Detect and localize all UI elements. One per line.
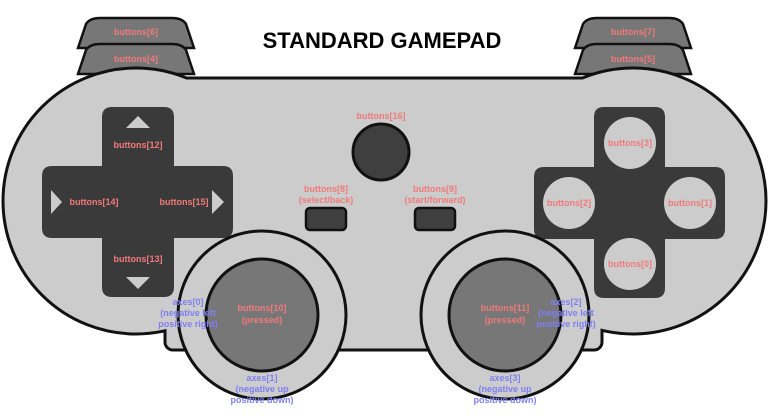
axes-2-line3: positive right) — [536, 319, 596, 329]
buttons-6-label: buttons[6] — [114, 27, 158, 37]
face-button-0[interactable] — [604, 238, 656, 290]
face-button-2[interactable] — [543, 177, 595, 229]
shoulder-button-7[interactable] — [573, 16, 693, 50]
buttons-9-label: buttons[9] — [413, 184, 457, 194]
shoulder-button-5[interactable] — [573, 42, 693, 76]
buttons-8-label: buttons[8] — [304, 184, 348, 194]
dpad-up-arrow-icon[interactable] — [126, 116, 150, 128]
axes-2-label: axes[2] — [550, 297, 581, 307]
buttons-13-label: buttons[13] — [114, 254, 163, 264]
axes-1-line3: positive down) — [231, 395, 294, 405]
buttons-0-label: buttons[0] — [608, 259, 652, 269]
face-button-3[interactable] — [604, 117, 656, 169]
buttons-3-label: buttons[3] — [608, 138, 652, 148]
dpad-down-arrow-icon[interactable] — [126, 277, 150, 289]
dpad-right-arrow-icon[interactable] — [212, 190, 224, 214]
buttons-11-label: buttons[11] — [481, 303, 530, 313]
right-stick[interactable] — [447, 257, 563, 373]
buttons-2-label: buttons[2] — [547, 198, 591, 208]
buttons-12-label: buttons[12] — [114, 140, 163, 150]
axes-0-line2: (negative left — [160, 308, 216, 318]
buttons-7-label: buttons[7] — [611, 27, 655, 37]
axes-3-label: axes[3] — [489, 373, 520, 383]
buttons-11-sublabel: (pressed) — [485, 315, 526, 325]
shoulder-button-6[interactable] — [76, 16, 196, 50]
axes-2-line2: (negative left — [538, 308, 594, 318]
axes-1-line2: (negative up — [235, 384, 289, 394]
face-button-1[interactable] — [664, 177, 716, 229]
diagram-title: STANDARD GAMEPAD — [263, 28, 502, 53]
axes-1-label: axes[1] — [246, 373, 277, 383]
buttons-9-sublabel: (start/forward) — [404, 195, 465, 205]
dpad-left-arrow-icon[interactable] — [51, 190, 62, 214]
buttons-10-label: buttons[10] — [238, 303, 287, 313]
left-stick[interactable] — [204, 257, 320, 373]
buttons-1-label: buttons[1] — [668, 198, 712, 208]
buttons-4-label: buttons[4] — [114, 54, 158, 64]
select-button[interactable] — [304, 206, 348, 232]
axes-0-line3: positive right) — [158, 319, 218, 329]
dpad — [42, 107, 233, 297]
buttons-15-label: buttons[15] — [160, 197, 209, 207]
axes-3-line2: (negative up — [478, 384, 532, 394]
buttons-16-label: buttons[16] — [357, 111, 406, 121]
face-button-plate — [534, 107, 725, 298]
axes-3-line3: positive down) — [474, 395, 537, 405]
buttons-14-label: buttons[14] — [70, 197, 119, 207]
buttons-8-sublabel: (select/back) — [299, 195, 354, 205]
buttons-5-label: buttons[5] — [611, 54, 655, 64]
buttons-10-sublabel: (pressed) — [242, 315, 283, 325]
start-button[interactable] — [413, 206, 457, 232]
axes-0-label: axes[0] — [172, 297, 203, 307]
shoulder-button-4[interactable] — [76, 42, 196, 76]
home-button[interactable] — [351, 122, 411, 182]
